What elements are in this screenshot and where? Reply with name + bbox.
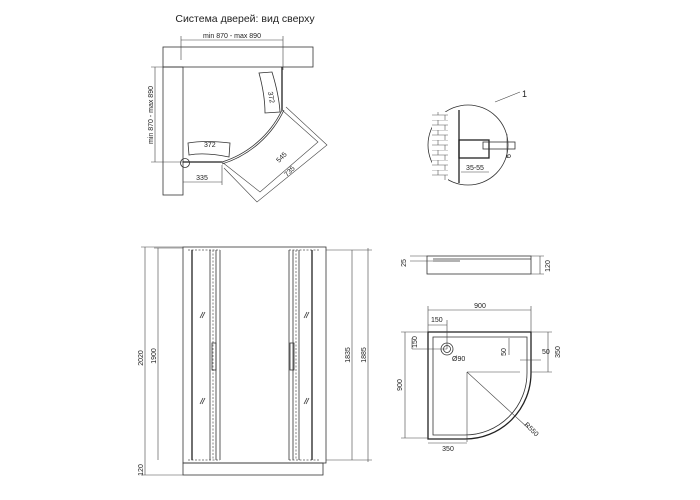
door-swing-top (258, 71, 281, 114)
left-wall (162, 66, 184, 196)
top-view-title: Система дверей: вид сверху (175, 13, 315, 25)
tray-side-view: 25 120 (401, 255, 552, 275)
depth-dimension (151, 66, 183, 163)
wall-profile-detail: 1 35-55 6 (427, 89, 527, 186)
rails (188, 249, 320, 461)
diag-inner-label: 545 (275, 151, 288, 164)
curved-door-outer (221, 109, 285, 165)
right-door-handle (289, 342, 295, 371)
callout-number: 1 (522, 89, 527, 99)
diagonal-dimensions (221, 106, 328, 203)
fixed-glass-edges (191, 250, 313, 460)
tray-depth-label: 900 (397, 379, 404, 391)
height-dimensions-right (326, 248, 372, 462)
straight-bottom-label: 350 (442, 446, 454, 453)
detail-marker (180, 158, 190, 168)
adjust-range-label: 35-55 (466, 165, 484, 172)
detail-dimensions (461, 91, 521, 173)
width-dimension (180, 36, 284, 70)
detail-wall (432, 112, 448, 180)
tray-base (182, 462, 324, 476)
door-profiles (209, 250, 300, 460)
tray-rim-label: 25 (401, 259, 408, 267)
door-seals (212, 250, 297, 460)
fixed-panels (183, 67, 283, 163)
tray-top-view: 900 150 150 Ø90 50 50 350 900 350 R550 (397, 303, 562, 453)
cabin-frame (182, 246, 327, 464)
offset-dimension (183, 165, 223, 185)
frame-height-label: 1885 (361, 347, 368, 363)
rim-right-label: 50 (542, 349, 550, 356)
depth-range-label: min 870 - max 890 (148, 86, 155, 144)
tray-height-label: 120 (545, 260, 552, 272)
glass-marks (199, 311, 310, 405)
total-height-label: 2020 (138, 350, 145, 366)
door-height-label: 1900 (151, 348, 158, 364)
drain-diameter-label: Ø90 (452, 356, 465, 363)
tray-side-dimensions (410, 255, 544, 275)
glass-section (482, 141, 516, 150)
diag-outer-label: 735 (283, 165, 296, 178)
detail-circle (427, 104, 509, 186)
drain-x-label: 150 (431, 317, 443, 324)
radius-label: R550 (523, 421, 540, 438)
inner-height-label: 1835 (345, 347, 352, 363)
tray-width-label: 900 (474, 303, 486, 310)
door-swing-left-label: 372 (204, 142, 216, 149)
straight-length-label: 350 (555, 346, 562, 358)
door-swing-left (187, 141, 231, 158)
base-height-label: 120 (138, 464, 145, 476)
front-view: 2020 1900 120 1835 1885 (138, 246, 372, 476)
tray-dimensions (401, 306, 552, 444)
height-dimensions-left (141, 246, 183, 476)
width-range-label: min 870 - max 890 (203, 33, 261, 40)
tray-rim (433, 258, 531, 262)
door-swing-top-label: 372 (266, 91, 275, 104)
drain-y-label: 150 (412, 336, 419, 348)
glass-thickness-label: 6 (506, 154, 513, 158)
tray-outline (427, 331, 532, 440)
left-door-handle (211, 342, 217, 371)
top-wall (162, 46, 314, 68)
rim-top-label: 50 (501, 348, 508, 356)
offset-label: 335 (196, 175, 208, 182)
top-view: Система дверей: вид сверху min 870 - max… (148, 13, 328, 203)
tray-side-body (426, 255, 532, 275)
tray-inner (432, 336, 528, 436)
curved-door (221, 109, 283, 163)
